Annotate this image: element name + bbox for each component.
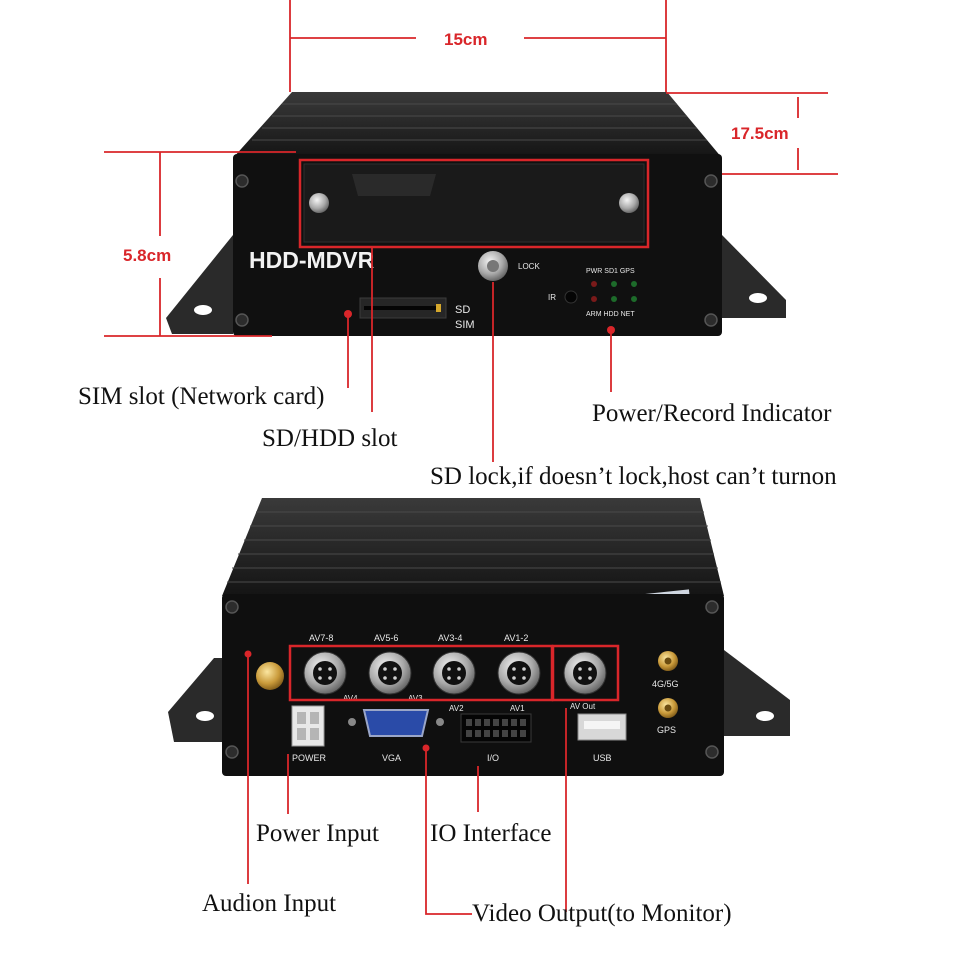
front-callout-leaders: [347, 248, 612, 462]
io-interface-callout: IO Interface: [430, 820, 551, 847]
front-model-label: HDD-MDVR: [249, 247, 375, 273]
front-left-flange-hole: [194, 305, 212, 315]
power-label: POWER: [292, 753, 327, 763]
sd-lock-callout: SD lock,if doesn’t lock,host can’t turno…: [430, 463, 837, 490]
dimension-lines: [104, 0, 838, 337]
power-connector[interactable]: [291, 705, 325, 747]
usb-label: USB: [593, 753, 612, 763]
height-dimension-label: 5.8cm: [123, 246, 171, 265]
hdd-caddy-highlight: [298, 158, 650, 249]
power-record-callout: Power/Record Indicator: [592, 400, 832, 427]
sim-slot-callout: SIM slot (Network card): [78, 383, 324, 410]
sd-card-tab: [436, 304, 441, 312]
rear-top-housing: [222, 498, 724, 596]
audio-input-connector[interactable]: [256, 662, 284, 690]
front-left-flange: [166, 235, 233, 334]
av-connector-pins: [318, 667, 592, 680]
io-connector-pins: [466, 719, 526, 737]
av3-label: AV3: [408, 694, 423, 703]
front-view: HDD-MDVR LOCK SD SIM IR PWR SD1 GPS ARM …: [166, 92, 786, 336]
sd-lock-keyhole-core: [487, 260, 499, 272]
av78-label: AV7-8: [309, 633, 333, 643]
front-top-housing: [233, 92, 722, 158]
io-connector[interactable]: [460, 713, 532, 743]
rear-left-flange-hole: [196, 711, 214, 721]
av1-label: AV1: [510, 704, 525, 713]
sd-hdd-slot-callout: SD/HDD slot: [262, 425, 397, 452]
vga-label: VGA: [382, 753, 401, 763]
rear-right-flange-hole: [756, 711, 774, 721]
front-right-flange-hole: [749, 293, 767, 303]
front-top-fins: [252, 103, 707, 141]
io-label: I/O: [487, 753, 499, 763]
av-out-label: AV Out: [570, 702, 596, 711]
ir-label: IR: [548, 293, 556, 302]
av56-label: AV5-6: [374, 633, 398, 643]
hdd-caddy-right-thumbscrew[interactable]: [619, 193, 639, 213]
hdd-caddy-handle[interactable]: [352, 174, 436, 196]
led-bottom-labels: ARM HDD NET: [586, 311, 635, 318]
sd-slot-label: SD: [455, 304, 470, 316]
rear-view: AV7-8 AV5-6 AV3-4 AV1-2 AV4 AV3 AV2 AV1 …: [168, 498, 790, 776]
antenna-4g-label: 4G/5G: [652, 679, 679, 689]
rear-callout-dots: [244, 650, 430, 752]
power-input-callout: Power Input: [256, 820, 379, 847]
front-right-flange: [722, 235, 786, 318]
lock-label: LOCK: [518, 262, 540, 271]
front-corner-screws: [235, 174, 718, 327]
led-top-labels: PWR SD1 GPS: [586, 268, 635, 275]
av34-label: AV3-4: [438, 633, 462, 643]
sd-sim-slot-opening: [364, 306, 436, 310]
rear-top-fins: [227, 511, 721, 583]
rear-right-flange: [724, 650, 790, 736]
av4-label: AV4: [343, 694, 358, 703]
rear-callout-leaders: [247, 654, 567, 915]
ir-sensor: [564, 290, 578, 304]
rear-corner-screws: [225, 600, 719, 759]
video-output-callout: Video Output(to Monitor): [472, 900, 732, 927]
depth-dimension-label: 17.5cm: [731, 124, 789, 143]
vga-connector[interactable]: [362, 709, 430, 737]
power-connector-pins: [297, 712, 319, 740]
hdd-caddy-left-thumbscrew[interactable]: [309, 193, 329, 213]
av-out-highlight: [551, 644, 620, 702]
width-dimension-label: 15cm: [444, 30, 487, 49]
rear-face: [222, 594, 724, 776]
av2-label: AV2: [449, 704, 464, 713]
av12-label: AV1-2: [504, 633, 528, 643]
status-leds: [591, 281, 637, 302]
audio-input-callout: Audion Input: [202, 890, 336, 917]
front-callout-dots: [344, 310, 615, 334]
antenna-gps-label: GPS: [657, 725, 676, 735]
sim-slot-label: SIM: [455, 319, 475, 331]
